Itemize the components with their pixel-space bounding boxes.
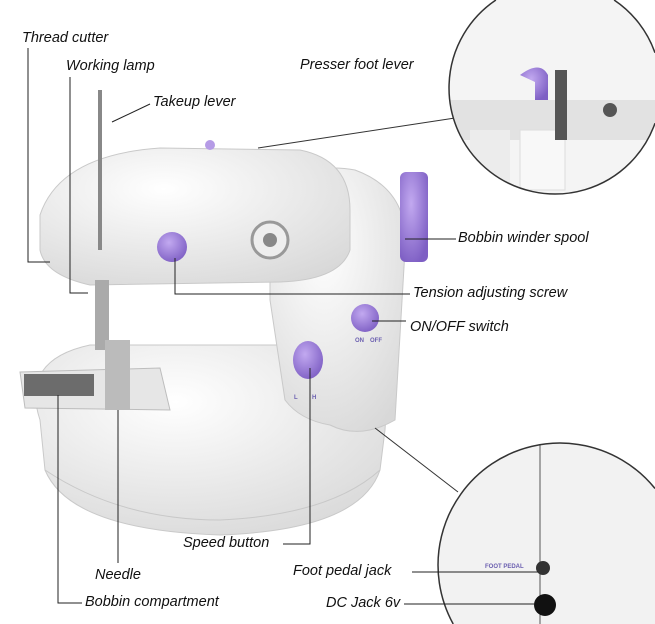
label-bobbin-winder-spool: Bobbin winder spool (458, 230, 589, 246)
label-takeup-lever: Takeup lever (153, 94, 236, 110)
foot-pedal-marking: FOOT PEDAL (485, 564, 524, 570)
tension-knob (157, 232, 187, 262)
bobbin-cover (24, 374, 94, 396)
jack-zoom-callout: FOOT PEDAL (374, 427, 655, 624)
label-working-lamp: Working lamp (66, 58, 155, 74)
label-presser-foot-lever: Presser foot lever (300, 57, 414, 73)
dc-jack-socket (534, 594, 556, 616)
on-off-button (351, 304, 379, 332)
high-marking: H (312, 395, 316, 401)
label-dc-jack: DC Jack 6v (326, 595, 401, 611)
off-marking: OFF (370, 338, 382, 344)
label-tension-adjusting-screw: Tension adjusting screw (413, 285, 568, 301)
presser-foot (105, 340, 130, 410)
speed-button-knob (293, 341, 323, 379)
leader-lines (27, 48, 538, 605)
label-on-off-switch: ON/OFF switch (410, 319, 509, 335)
label-bobbin-compartment: Bobbin compartment (85, 594, 219, 610)
label-foot-pedal-jack: Foot pedal jack (293, 563, 392, 579)
label-speed-button: Speed button (183, 535, 270, 551)
foot-pedal-jack-socket (536, 561, 550, 575)
label-thread-cutter: Thread cutter (22, 30, 109, 46)
on-marking: ON (355, 338, 364, 344)
handwheel (400, 172, 428, 262)
machine-body: ON OFF L H (39, 90, 428, 432)
low-marking: L (294, 395, 298, 401)
label-needle: Needle (95, 567, 141, 583)
